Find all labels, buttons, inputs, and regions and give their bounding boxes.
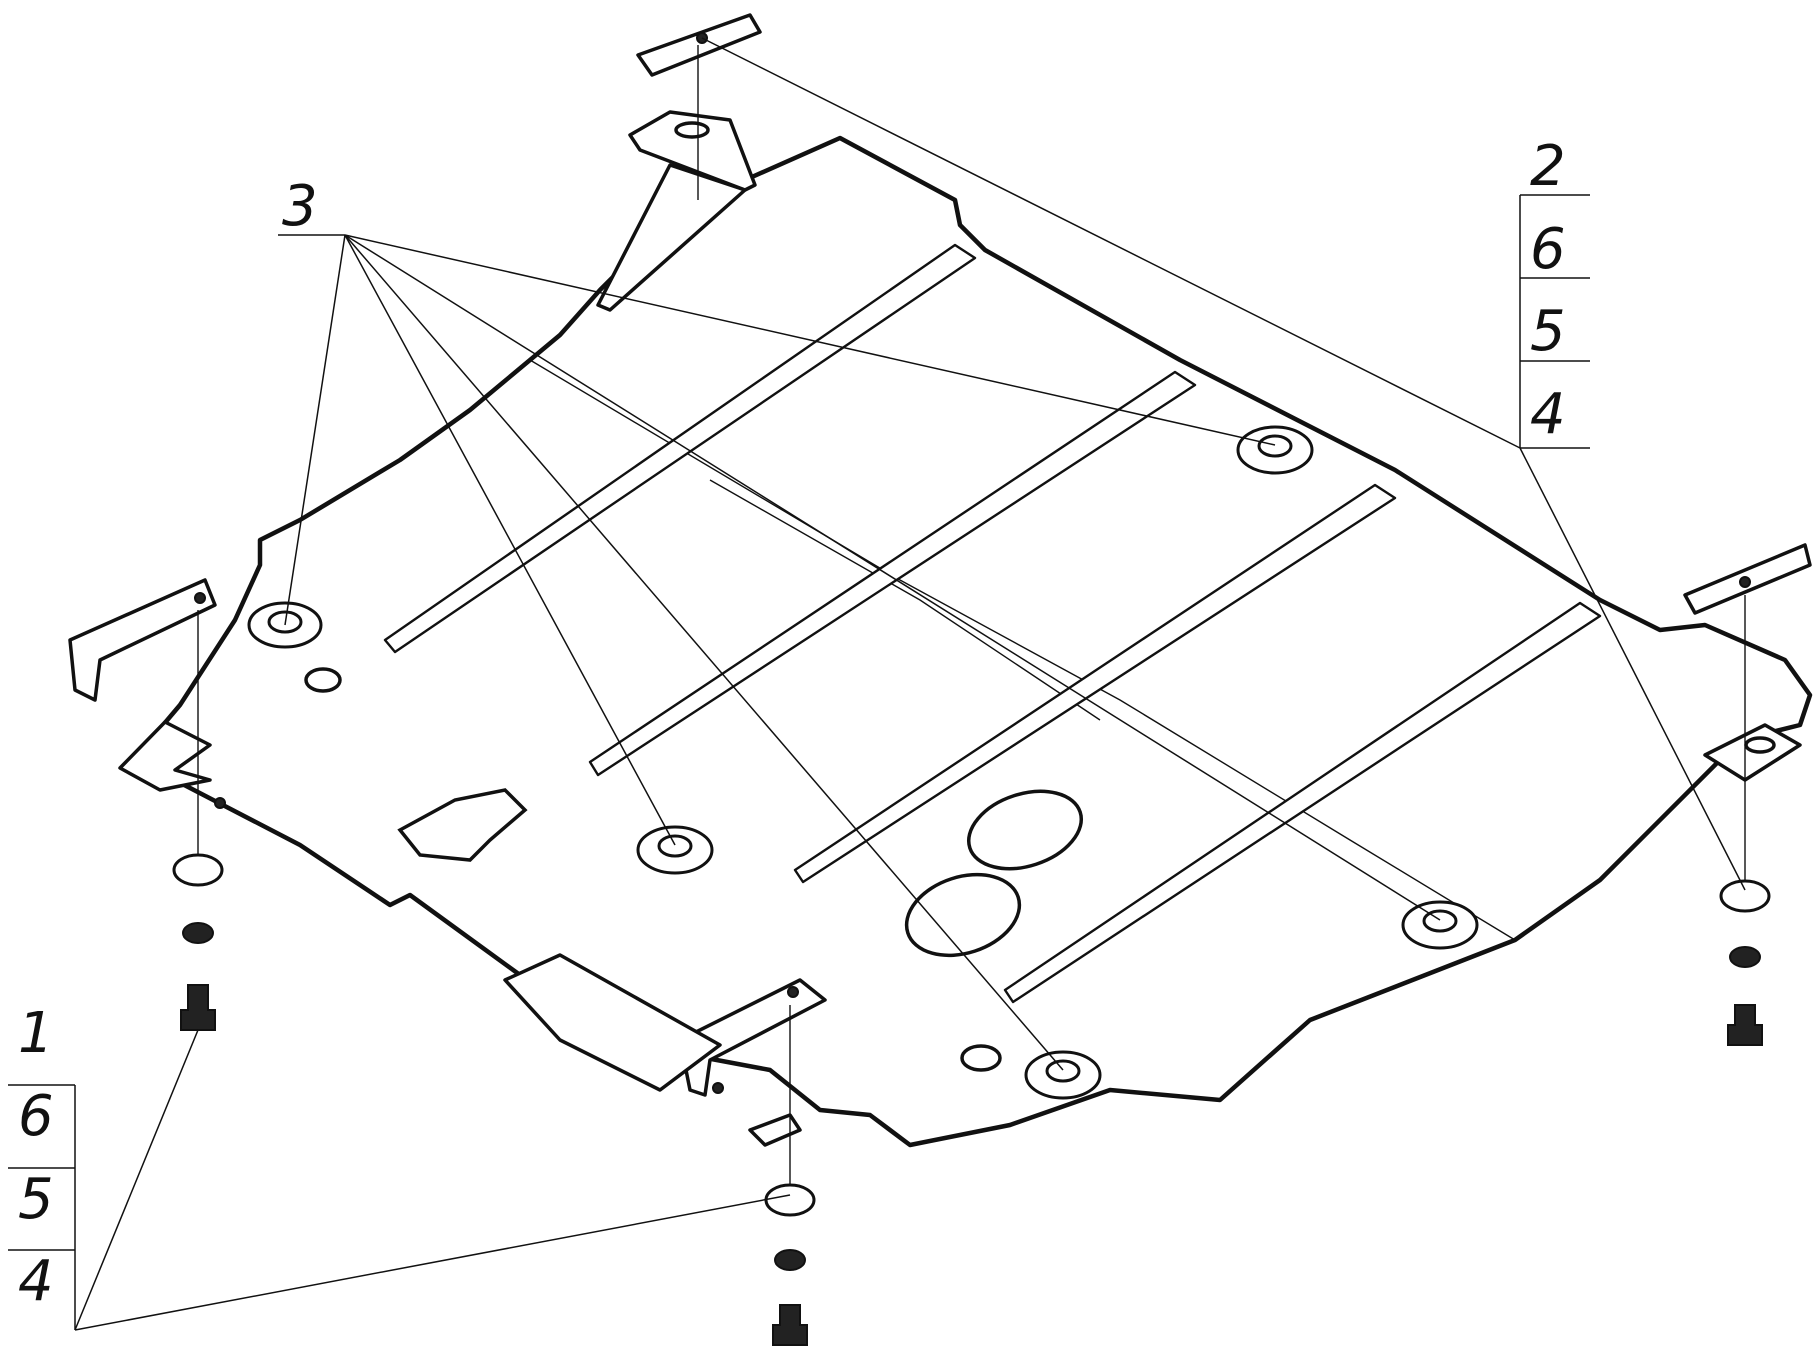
nut-upper-right [1236,425,1314,475]
nut-right [1401,900,1479,950]
captive-nuts [247,425,1479,1100]
bracket-left [68,578,217,702]
callout-stack-left: 1 6 5 4 [8,1001,791,1331]
stiffening-ribs [383,243,1602,1004]
nut-middle [636,825,714,875]
skid-plate-outline [122,135,1813,1148]
slot-cutout [397,788,528,862]
plate-surface-line [709,479,1101,721]
rib-2 [588,370,1197,777]
nut-bottom [1024,1050,1102,1100]
rib-3 [793,483,1397,884]
bracket-top-arm [596,163,747,312]
fastener-stack-right [1719,595,1771,1046]
callout-left-1: 1 [18,1001,54,1066]
bracket-top [628,110,757,192]
rib-1 [383,243,977,654]
small-hole-bottom [960,1044,1002,1072]
strip-top [636,13,762,77]
callout-left-3: 5 [18,1167,54,1232]
fastener-stack-left [172,610,224,1031]
flange-bottom [503,953,722,1092]
small-hole-left [304,667,342,693]
large-hole-lower [904,872,1022,958]
callout-left-2: 6 [18,1084,54,1149]
plate-holes [214,667,1084,1094]
rivet-bottom [712,1082,724,1094]
callout-3-label: 3 [282,174,318,239]
mounting-brackets [68,13,1812,1147]
callout-right-1: 2 [1530,134,1566,199]
rivet-left [214,797,226,809]
callout-right-3: 5 [1530,299,1566,364]
callout-3: 3 [278,174,1441,1071]
plate-fold-line [529,359,1516,941]
flange-left [118,720,212,792]
tab-bottom [748,1113,802,1147]
skid-plate [122,135,1813,1148]
callout-right-2: 6 [1530,217,1566,282]
bracket-bottom [678,978,827,1097]
callout-stack-right: 2 6 5 4 [701,37,1746,891]
callout-left-4: 4 [18,1249,54,1314]
large-hole-upper [966,789,1084,871]
callout-right-4: 4 [1530,382,1566,447]
rib-4 [1003,601,1602,1004]
